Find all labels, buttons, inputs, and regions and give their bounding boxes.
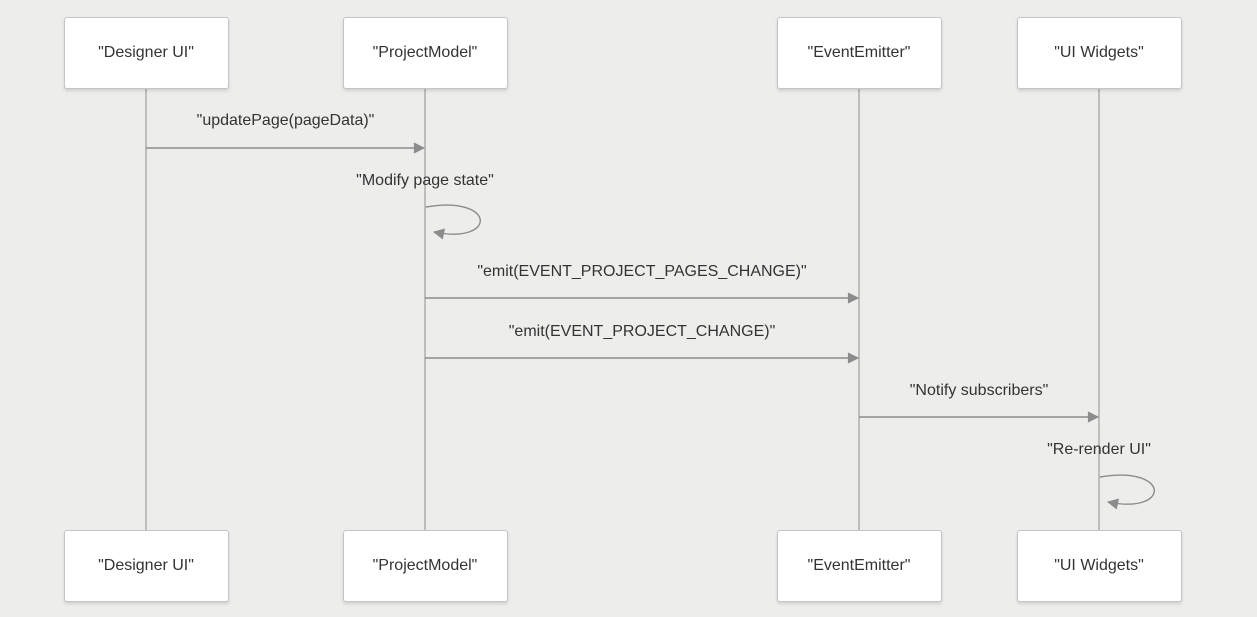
message-label-3: "emit(EVENT_PROJECT_CHANGE)": [508, 323, 776, 340]
message-label-2: "emit(EVENT_PROJECT_PAGES_CHANGE)": [477, 263, 807, 280]
message-arrows-group: [146, 142, 1155, 510]
actor-label-project-model-top: "ProjectModel": [372, 44, 478, 61]
actor-box-designer-ui-top: "Designer UI": [63, 17, 229, 89]
actor-label-event-emitter-top: "EventEmitter": [807, 44, 911, 61]
message-label-5: "Re-render UI": [1047, 441, 1151, 458]
actor-box-event-emitter-bottom: "EventEmitter": [776, 530, 942, 602]
actor-label-designer-ui-bottom: "Designer UI": [98, 557, 194, 574]
lifelines-group: [145, 89, 1100, 530]
message-label-4: "Notify subscribers": [909, 382, 1049, 399]
self-loop-arrow-5: [1099, 474, 1155, 510]
actor-box-ui-widgets-bottom: "UI Widgets": [1016, 530, 1182, 602]
actor-box-ui-widgets-top: "UI Widgets": [1016, 17, 1182, 89]
actor-label-ui-widgets-bottom: "UI Widgets": [1054, 557, 1144, 574]
actor-box-project-model-top: "ProjectModel": [342, 17, 508, 89]
actor-box-project-model-bottom: "ProjectModel": [342, 530, 508, 602]
actor-label-event-emitter-bottom: "EventEmitter": [807, 557, 911, 574]
message-label-0: "updatePage(pageData)": [196, 112, 375, 129]
actor-box-event-emitter-top: "EventEmitter": [776, 17, 942, 89]
message-label-1: "Modify page state": [356, 172, 494, 189]
actor-label-designer-ui-top: "Designer UI": [98, 44, 194, 61]
self-loop-arrow-1: [425, 204, 481, 240]
actor-label-project-model-bottom: "ProjectModel": [372, 557, 478, 574]
actor-label-ui-widgets-top: "UI Widgets": [1054, 44, 1144, 61]
actor-box-designer-ui-bottom: "Designer UI": [63, 530, 229, 602]
